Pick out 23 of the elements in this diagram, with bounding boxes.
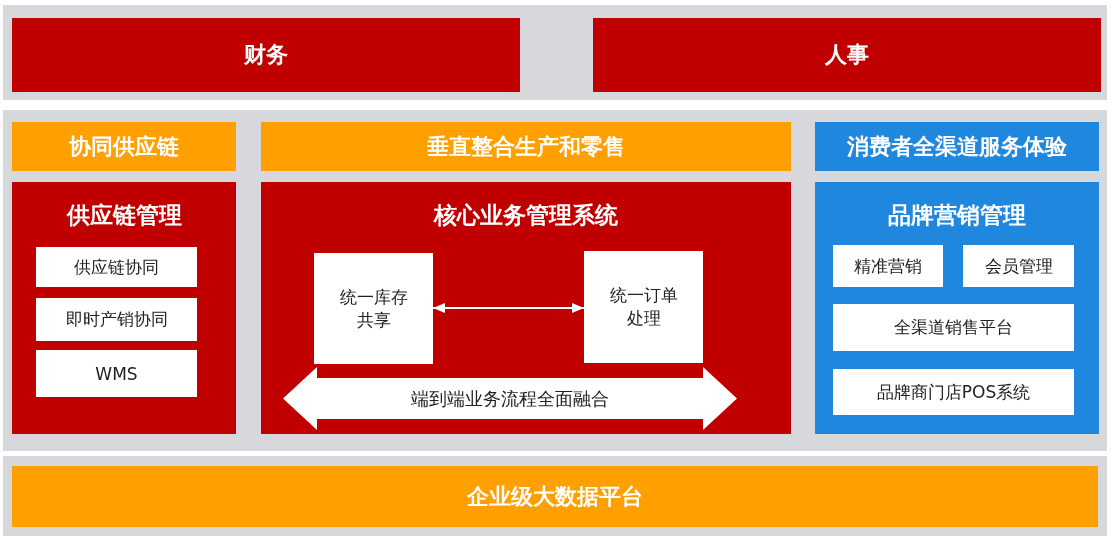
module-panel bbox=[12, 182, 236, 434]
module-card: 统一订单处理 bbox=[584, 251, 703, 363]
module-bar: 人事 bbox=[593, 18, 1101, 92]
platform-bar: 企业级大数据平台 bbox=[12, 466, 1098, 527]
panel-title: 核心业务管理系统 bbox=[434, 201, 618, 230]
process-label: 端到端业务流程全面融合 bbox=[411, 386, 609, 411]
section-header: 协同供应链 bbox=[12, 122, 236, 171]
section-header: 消费者全渠道服务体验 bbox=[815, 122, 1099, 171]
panel-title: 品牌营销管理 bbox=[888, 201, 1026, 230]
section-header: 垂直整合生产和零售 bbox=[261, 122, 791, 171]
module-card: 统一库存共享 bbox=[314, 253, 433, 364]
module-panel bbox=[261, 182, 791, 434]
double-arrow bbox=[432, 303, 585, 313]
module-bar: 财务 bbox=[12, 18, 520, 92]
module-card: 全渠道销售平台 bbox=[833, 304, 1074, 351]
module-card: 品牌商门店POS系统 bbox=[833, 369, 1074, 415]
module-card: 会员管理 bbox=[963, 245, 1074, 287]
module-card: 供应链协同 bbox=[36, 247, 197, 287]
module-card: WMS bbox=[36, 350, 197, 397]
module-card: 即时产销协同 bbox=[36, 298, 197, 341]
panel-title: 供应链管理 bbox=[66, 201, 182, 230]
module-card: 精准营销 bbox=[833, 245, 943, 287]
module-panel bbox=[815, 182, 1099, 434]
